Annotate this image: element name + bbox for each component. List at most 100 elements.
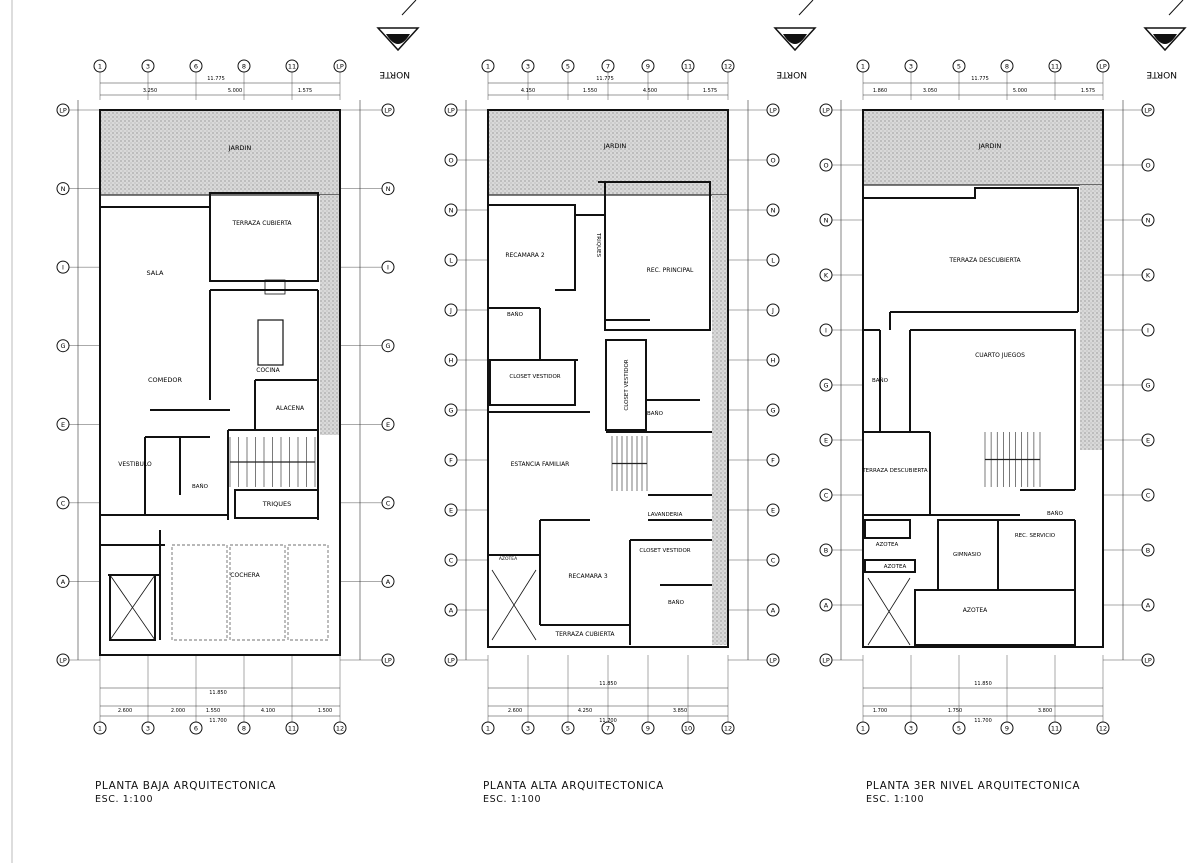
dim-overall-top: 11.775 bbox=[207, 76, 225, 82]
row-grid-right-7-bubble bbox=[766, 453, 780, 467]
column-grid-bottom-2-label: 5 bbox=[957, 725, 961, 733]
row-grid-right-8-bubble bbox=[766, 503, 780, 517]
row-grid-right-4-bubble bbox=[1141, 323, 1155, 337]
column-grid-bottom-0-label: 1 bbox=[98, 725, 102, 733]
row-grid-left-8-bubble bbox=[444, 503, 458, 517]
dim-overall-top: 11.775 bbox=[596, 76, 614, 82]
column-grid-top-2-bubble bbox=[561, 59, 575, 73]
dim-top-0: 3.250 bbox=[143, 88, 157, 94]
row-grid-right-6-bubble bbox=[1141, 433, 1155, 447]
column-grid-bottom-0-bubble bbox=[481, 721, 495, 735]
row-grid-right-2-bubble bbox=[381, 260, 395, 274]
column-grid-bottom-2-bubble bbox=[189, 721, 203, 735]
dim-top-3: 1.575 bbox=[703, 88, 717, 94]
plan-scale: ESC. 1:100 bbox=[483, 794, 542, 805]
row-grid-right-1-label: N bbox=[386, 185, 391, 193]
room-label-azotea: AZOTEA bbox=[499, 556, 518, 562]
row-grid-left-7-bubble bbox=[819, 488, 833, 502]
room-label-terraza-descubierta-2: TERRAZA DESCUBIERTA bbox=[861, 468, 928, 474]
row-grid-left-4-bubble bbox=[444, 303, 458, 317]
column-grid-bottom-0-bubble bbox=[93, 721, 107, 735]
column-grid-top-2-label: 5 bbox=[566, 63, 570, 71]
row-grid-right-3-label: G bbox=[385, 342, 390, 350]
row-grid-right-3-bubble bbox=[766, 253, 780, 267]
column-grid-top-6-label: 12 bbox=[724, 63, 732, 71]
column-grid-bottom-5-label: 10 bbox=[684, 725, 692, 733]
column-grid-top-5-label: LP bbox=[336, 63, 344, 71]
dim-top-1: 3.050 bbox=[923, 88, 937, 94]
dim-bottom-2: 1.550 bbox=[206, 708, 220, 714]
row-grid-left-0-label: LP bbox=[822, 107, 830, 115]
column-grid-bottom-4-label: 11 bbox=[288, 725, 296, 733]
row-grid-left-10-bubble bbox=[819, 653, 833, 667]
row-grid-left-9-label: C bbox=[449, 557, 454, 565]
row-grid-right-1-bubble bbox=[766, 153, 780, 167]
column-grid-top-3-label: 8 bbox=[242, 63, 246, 71]
row-grid-right-9-label: A bbox=[1146, 602, 1151, 610]
row-grid-right-2-bubble bbox=[1141, 213, 1155, 227]
column-grid-bottom-0-label: 1 bbox=[486, 725, 490, 733]
column-grid-top-4-bubble bbox=[641, 59, 655, 73]
row-grid-left-4-label: E bbox=[61, 421, 65, 429]
room-label-bano-2: BAÑO bbox=[1047, 510, 1064, 517]
column-grid-bottom-0-label: 1 bbox=[861, 725, 865, 733]
row-grid-right-3-bubble bbox=[381, 339, 395, 353]
row-grid-right-1-label: O bbox=[1145, 162, 1150, 170]
room-label-closet-vestidor-1: CLOSET VESTIDOR bbox=[509, 374, 560, 380]
column-grid-bottom-1-label: 3 bbox=[909, 725, 913, 733]
column-grid-bottom-4-bubble bbox=[641, 721, 655, 735]
column-grid-bottom-4-label: 9 bbox=[646, 725, 650, 733]
row-grid-right-7-label: LP bbox=[384, 657, 392, 665]
column-grid-top-4-label: 11 bbox=[288, 63, 296, 71]
room-label-recamara-3: RECAMARA 3 bbox=[568, 573, 607, 580]
row-grid-right-0-label: LP bbox=[769, 107, 777, 115]
row-grid-right-0-bubble bbox=[1141, 103, 1155, 117]
north-label: NORTE bbox=[1146, 69, 1177, 79]
row-grid-left-2-bubble bbox=[56, 260, 70, 274]
row-grid-left-3-bubble bbox=[56, 339, 70, 353]
row-grid-left-5-label: H bbox=[449, 357, 454, 365]
row-grid-left-1-label: O bbox=[448, 157, 453, 165]
row-grid-left-11-bubble bbox=[444, 653, 458, 667]
dim-bottom-overall-2: 11.850 bbox=[599, 681, 617, 687]
row-grid-right-7-bubble bbox=[1141, 488, 1155, 502]
row-grid-right-8-bubble bbox=[1141, 543, 1155, 557]
row-grid-right-6-bubble bbox=[766, 403, 780, 417]
row-grid-left-1-bubble bbox=[56, 182, 70, 196]
dim-bottom-1: 4.250 bbox=[578, 708, 592, 714]
column-grid-top-2-label: 5 bbox=[957, 63, 961, 71]
row-grid-left-5-bubble bbox=[444, 353, 458, 367]
column-grid-bottom-3-bubble bbox=[601, 721, 615, 735]
row-grid-left-1-label: N bbox=[61, 185, 66, 193]
column-grid-bottom-0-bubble bbox=[856, 721, 870, 735]
column-grid-bottom-3-bubble bbox=[1000, 721, 1014, 735]
row-grid-left-7-label: LP bbox=[59, 657, 67, 665]
row-grid-left-4-bubble bbox=[56, 417, 70, 431]
dim-bottom-overall-2: 11.850 bbox=[209, 690, 227, 696]
room-label-rec-principal: REC. PRINCIPAL bbox=[647, 267, 694, 274]
column-grid-top-0-bubble bbox=[481, 59, 495, 73]
room-label-bano-2: BAÑO bbox=[647, 410, 664, 417]
row-grid-right-3-label: K bbox=[1146, 272, 1151, 280]
column-grid-top-3-label: 8 bbox=[1005, 63, 1009, 71]
row-grid-right-5-label: H bbox=[771, 357, 776, 365]
row-grid-left-6-bubble bbox=[56, 574, 70, 588]
column-grid-top-0-bubble bbox=[856, 59, 870, 73]
dim-bottom-4: 1.500 bbox=[318, 708, 332, 714]
row-grid-left-3-bubble bbox=[444, 253, 458, 267]
room-label-vestibulo: VESTIBULO bbox=[118, 461, 152, 468]
column-grid-top-1-bubble bbox=[904, 59, 918, 73]
column-grid-top-0-label: 1 bbox=[861, 63, 865, 71]
row-grid-left-2-label: I bbox=[62, 264, 64, 272]
column-grid-bottom-1-bubble bbox=[141, 721, 155, 735]
column-grid-top-2-label: 6 bbox=[194, 63, 198, 71]
dim-top-1: 1.550 bbox=[583, 88, 597, 94]
column-grid-bottom-3-label: 9 bbox=[1005, 725, 1009, 733]
column-grid-bottom-3-label: 7 bbox=[606, 725, 610, 733]
dim-top-2: 5.000 bbox=[1013, 88, 1027, 94]
dim-top-2: 1.575 bbox=[298, 88, 312, 94]
column-grid-bottom-5-bubble bbox=[1096, 721, 1110, 735]
